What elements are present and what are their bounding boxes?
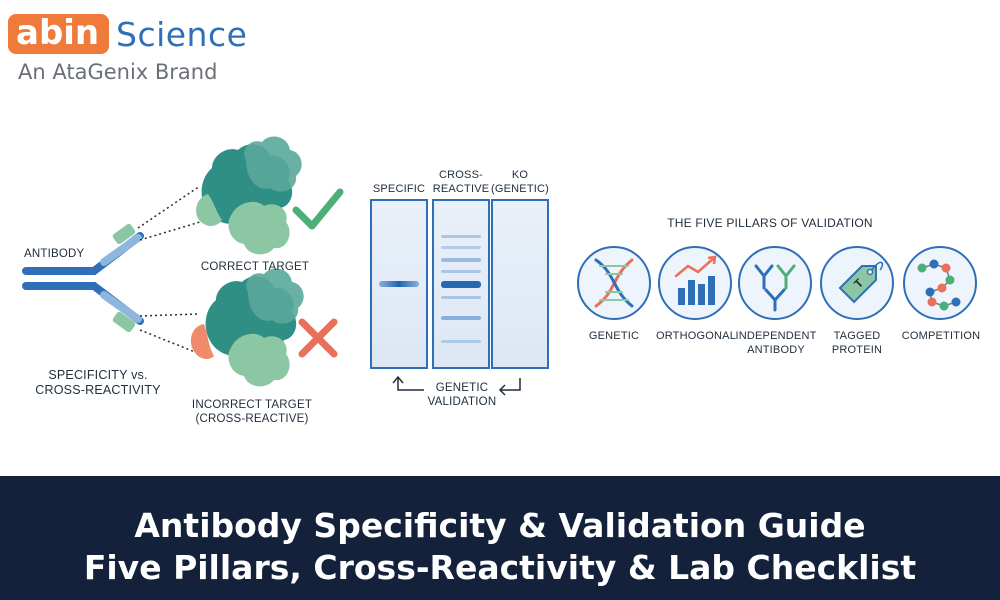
specificity-caption: SPECIFICITY vs. CROSS-REACTIVITY xyxy=(35,368,161,397)
pillar-label-competition: COMPETITION xyxy=(901,330,981,342)
check-icon xyxy=(292,188,344,230)
lane-label-cross-reactive: CROSS- REACTIVE xyxy=(432,169,490,195)
footer-subtitle: Five Pillars, Cross-Reactivity & Lab Che… xyxy=(83,548,917,587)
dna-icon xyxy=(594,258,634,308)
lane-label-specific: SPECIFIC xyxy=(372,183,426,195)
bar-chart-icon xyxy=(674,255,717,305)
footer-banner: Antibody Specificity & Validation Guide … xyxy=(0,476,1000,600)
antibody-illustration xyxy=(22,136,344,387)
western-blot xyxy=(370,199,549,396)
pillar-icons: T xyxy=(577,246,977,320)
pillar-label-tagged-protein: TAGGED PROTEIN xyxy=(831,330,883,356)
antibodies-icon xyxy=(754,264,796,312)
peptide-chain-icon xyxy=(917,259,961,311)
incorrect-target-protein xyxy=(190,268,304,387)
pillar-label-independent-antibody: INDEPENDENT ANTIBODY xyxy=(735,330,817,356)
pillar-label-orthogonal: ORTHOGONAL xyxy=(655,330,737,342)
lane-label-ko: KO (GENETIC) xyxy=(490,169,550,195)
validation-diagram: T xyxy=(22,136,977,396)
footer-title: Antibody Specificity & Validation Guide xyxy=(134,506,866,545)
cross-icon xyxy=(298,318,338,358)
pillars-title: THE FIVE PILLARS OF VALIDATION xyxy=(667,216,873,230)
incorrect-target-label: INCORRECT TARGET (CROSS-REACTIVE) xyxy=(191,399,313,425)
correct-target-label: CORRECT TARGET xyxy=(200,261,310,273)
pillar-label-genetic: GENETIC xyxy=(588,330,640,342)
tag-icon: T xyxy=(838,261,884,304)
bands-cross-reactive xyxy=(441,235,481,343)
logo-name: Science xyxy=(116,15,248,54)
logo-badge: abin xyxy=(8,14,110,54)
genetic-validation-caption: GENETIC VALIDATION xyxy=(427,382,497,408)
logo-tagline: An AtaGenix Brand xyxy=(18,60,218,84)
brand-logo: abin Science An AtaGenix Brand xyxy=(8,10,248,84)
lane-ko xyxy=(491,199,549,369)
band-specific xyxy=(379,281,419,287)
correct-target-protein xyxy=(196,136,302,255)
antibody-label: ANTIBODY xyxy=(24,248,85,260)
